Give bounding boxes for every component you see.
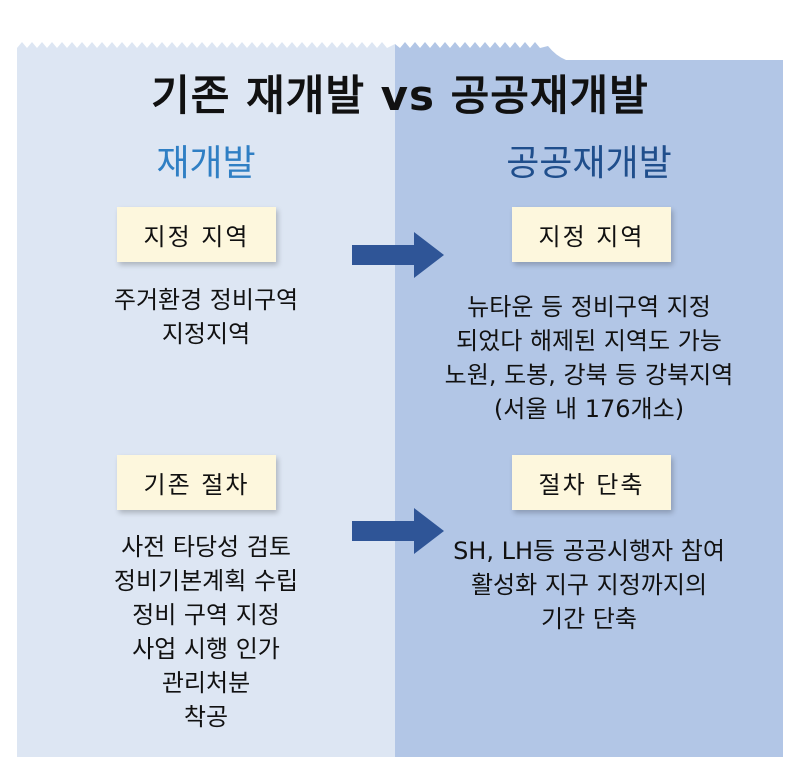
text-line: 착공 — [183, 703, 229, 731]
right-arrow-icon — [352, 232, 444, 278]
text-line: 사전 타당성 검토 — [121, 533, 291, 561]
right-panel — [395, 42, 783, 757]
text-line: 노원, 도봉, 강북 등 강북지역 — [444, 361, 734, 389]
right-section2-text: SH, LH등 공공시행자 참여 활성화 지구 지정까지의 기간 단축 — [395, 534, 783, 636]
text-line: 정비 구역 지정 — [132, 601, 280, 629]
right-label-designated-area: 지정 지역 — [512, 207, 671, 262]
left-section1-text: 주거환경 정비구역 지정지역 — [17, 283, 395, 351]
text-line: 주거환경 정비구역 — [113, 286, 299, 314]
left-label-existing-procedure: 기존 절차 — [117, 455, 276, 510]
text-line: SH, LH등 공공시행자 참여 — [453, 537, 725, 565]
text-line: 활성화 지구 지정까지의 — [470, 571, 708, 599]
left-panel — [17, 42, 395, 757]
text-line: 사업 시행 인가 — [132, 635, 280, 663]
text-line: (서울 내 176개소) — [493, 395, 685, 423]
right-arrow-icon — [352, 508, 444, 554]
right-section1-text: 뉴타운 등 정비구역 지정 되었다 해제된 지역도 가능 노원, 도봉, 강북 … — [395, 290, 783, 426]
left-column-heading: 재개발 — [156, 143, 256, 184]
text-line: 지정지역 — [161, 320, 251, 348]
text-line: 뉴타운 등 정비구역 지정 — [467, 293, 711, 321]
left-label-designated-area: 지정 지역 — [117, 207, 276, 262]
text-line: 기간 단축 — [541, 605, 637, 633]
text-line: 관리처분 — [161, 669, 251, 697]
right-label-shortened-procedure: 절차 단축 — [512, 455, 671, 510]
diagram-title: 기존 재개발 vs 공공재개발 — [151, 71, 649, 120]
right-column-heading: 공공재개발 — [506, 143, 672, 184]
text-line: 되었다 해제된 지역도 가능 — [456, 327, 722, 355]
text-line: 정비기본계획 수립 — [113, 567, 299, 595]
left-section2-text: 사전 타당성 검토 정비기본계획 수립 정비 구역 지정 사업 시행 인가 관리… — [17, 530, 395, 734]
